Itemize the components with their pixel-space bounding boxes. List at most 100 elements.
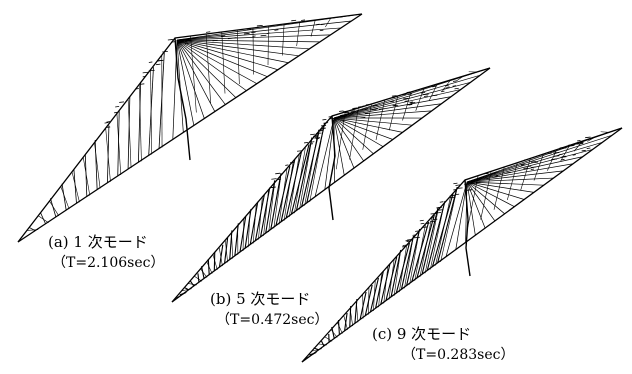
- mesh-line: [49, 201, 60, 217]
- displacement-mark: [309, 143, 313, 145]
- mesh-line: [218, 244, 224, 268]
- mesh-line: [258, 197, 263, 240]
- displacement-mark: [315, 132, 322, 134]
- displacement-mark: [548, 152, 552, 155]
- displacement-mark: [277, 178, 282, 181]
- displacement-mark: [215, 31, 220, 34]
- displacement-mark: [486, 177, 490, 180]
- displacement-mark: [162, 51, 168, 53]
- mesh-line: [429, 203, 445, 270]
- mesh-line: [179, 293, 184, 296]
- displacement-mark: [430, 217, 435, 219]
- mesh-line: [335, 111, 346, 170]
- mesh-line: [295, 137, 313, 211]
- displacement-mark: [301, 19, 306, 21]
- displacement-mark: [119, 101, 125, 103]
- mesh-line: [404, 238, 414, 289]
- mesh-line: [270, 173, 282, 230]
- mesh-line: [200, 269, 208, 278]
- displacement-mark: [113, 111, 118, 114]
- mesh-line: [282, 23, 285, 56]
- displacement-mark: [454, 87, 459, 90]
- mesh-line: [127, 99, 132, 169]
- displacement-mark: [558, 153, 563, 156]
- displacement-mark: [156, 63, 161, 66]
- mesh-line: [212, 254, 218, 270]
- displacement-mark: [449, 195, 456, 197]
- mesh-line: [400, 235, 415, 290]
- mesh-line: [254, 194, 265, 241]
- displacement-mark: [435, 212, 442, 214]
- mesh-line: [406, 228, 421, 286]
- mesh-line: [189, 280, 195, 287]
- caption-mode-5: (b) 5 次モード （T=0.472sec）: [210, 291, 329, 328]
- mesh-line: [116, 113, 122, 175]
- mesh-line: [533, 153, 544, 181]
- displacement-mark: [534, 161, 539, 164]
- mesh-line: [105, 128, 111, 182]
- displacement-mark: [358, 106, 362, 108]
- mesh-line: [349, 107, 359, 160]
- mesh-line: [349, 308, 354, 327]
- mesh-line: [333, 96, 452, 119]
- displacement-mark: [520, 163, 525, 165]
- dam-base: [17, 13, 363, 243]
- displacement-mark: [289, 161, 295, 164]
- displacement-mark: [452, 80, 457, 82]
- mesh-line: [333, 74, 481, 119]
- displacement-mark: [106, 121, 111, 123]
- displacement-mark: [303, 141, 309, 144]
- displacement-mark: [148, 61, 153, 63]
- displacement-mark: [577, 139, 581, 142]
- displacement-mark: [315, 137, 320, 140]
- mesh-line: [260, 187, 271, 237]
- mesh-line: [466, 181, 515, 207]
- displacement-mark: [469, 182, 475, 185]
- mesh-line: [299, 140, 312, 210]
- displacement-mark: [419, 219, 424, 222]
- mesh-line: [247, 211, 251, 248]
- mesh-line: [176, 39, 258, 84]
- mesh-line: [393, 252, 401, 296]
- mesh-line: [455, 181, 468, 250]
- mesh-line: [415, 87, 425, 111]
- mesh-line: [218, 247, 223, 267]
- displacement-mark: [104, 122, 109, 124]
- core-line: [328, 115, 336, 221]
- displacement-mark: [372, 104, 379, 107]
- displacement-mark: [562, 147, 567, 149]
- displacement-mark: [420, 92, 426, 94]
- displacement-mark: [496, 174, 501, 176]
- displacement-mark: [251, 31, 256, 34]
- mesh-line: [466, 149, 593, 183]
- mesh-line: [333, 117, 364, 162]
- mesh-line: [310, 19, 316, 37]
- mesh-line: [325, 17, 332, 28]
- displacement-mark: [581, 149, 586, 152]
- mesh-line: [127, 96, 131, 170]
- mesh-line: [252, 204, 257, 244]
- mesh-line: [150, 70, 153, 155]
- mesh-line: [239, 216, 247, 253]
- displacement-mark: [323, 122, 329, 124]
- caption-mode-1-period: （T=2.106sec）: [52, 255, 165, 271]
- displacement-mark: [437, 206, 441, 209]
- displacement-mark: [561, 158, 565, 161]
- mode-shape-1: [17, 13, 363, 243]
- displacement-mark: [212, 39, 218, 42]
- displacement-mark: [285, 164, 289, 166]
- displacement-mark: [405, 239, 409, 242]
- mesh-line: [466, 163, 574, 183]
- caption-mode-1: (a) 1 次モード （T=2.106sec）: [48, 234, 165, 271]
- mesh-line: [466, 181, 486, 229]
- caption-mode-5-period: （T=0.472sec）: [216, 312, 329, 328]
- displacement-mark: [321, 127, 326, 130]
- displacement-mark: [586, 147, 591, 149]
- displacement-mark: [270, 186, 276, 189]
- mesh-line: [267, 25, 269, 66]
- displacement-mark: [344, 111, 350, 114]
- mesh-line: [333, 117, 384, 147]
- mesh-line: [419, 217, 432, 277]
- displacement-mark: [291, 19, 297, 22]
- mesh-line: [138, 81, 142, 163]
